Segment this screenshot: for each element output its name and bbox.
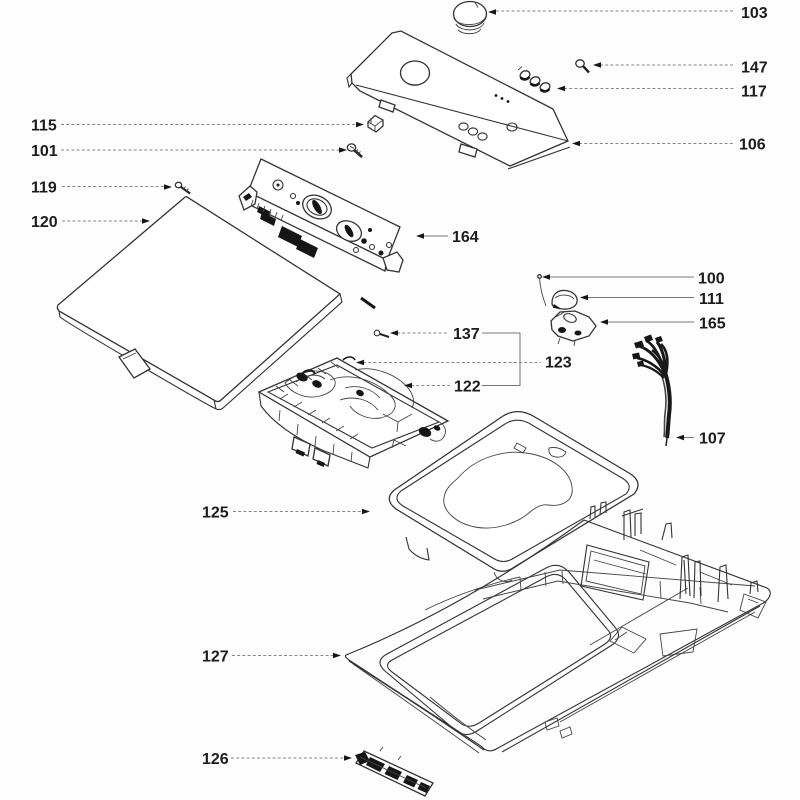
svg-text:147: 147 — [741, 60, 768, 77]
svg-text:125: 125 — [202, 505, 229, 522]
svg-text:165: 165 — [699, 316, 726, 333]
svg-text:119: 119 — [31, 180, 57, 197]
svg-text:111: 111 — [699, 291, 724, 308]
svg-text:106: 106 — [739, 137, 766, 154]
svg-text:103: 103 — [741, 5, 768, 22]
svg-text:122: 122 — [454, 379, 481, 396]
svg-text:107: 107 — [699, 431, 726, 448]
svg-text:120: 120 — [31, 214, 58, 231]
svg-text:117: 117 — [741, 84, 767, 101]
svg-text:123: 123 — [545, 355, 572, 372]
svg-text:126: 126 — [202, 751, 229, 768]
svg-text:127: 127 — [202, 649, 229, 666]
svg-text:164: 164 — [452, 229, 479, 246]
svg-text:115: 115 — [31, 118, 57, 135]
svg-text:137: 137 — [453, 326, 480, 343]
svg-text:100: 100 — [698, 271, 725, 288]
svg-text:101: 101 — [31, 143, 58, 160]
